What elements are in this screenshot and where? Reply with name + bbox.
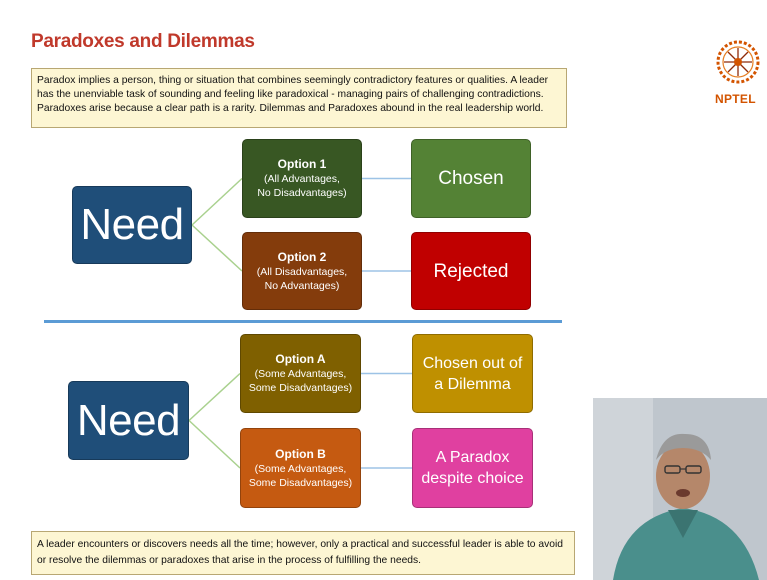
result-dilemma-box: Chosen out of a Dilemma — [412, 334, 533, 413]
nptel-logo-text: NPTEL — [715, 92, 756, 106]
top-connector-upper — [191, 177, 243, 226]
presenter-figure-icon — [593, 398, 767, 580]
option-2-title: Option 2 — [277, 249, 327, 264]
option-b-line2: Some Disadvantages) — [248, 476, 353, 489]
option-2-line2: No Advantages) — [264, 279, 340, 292]
footer-text-box: A leader encounters or discovers needs a… — [31, 531, 575, 575]
option-1-title: Option 1 — [277, 157, 327, 171]
section-divider — [44, 320, 562, 323]
result-rejected-box: Rejected — [411, 232, 531, 310]
top-connector-lower — [191, 224, 243, 272]
slide-title: Paradoxes and Dilemmas — [31, 31, 255, 52]
option-a-title: Option A — [275, 352, 326, 366]
need-box-bottom: Need — [68, 381, 189, 460]
result-paradox-box: A Paradox despite choice — [412, 428, 533, 508]
option-b-line1: (Some Advantages, — [254, 462, 347, 475]
option-1-line2: No Disadvantages) — [257, 187, 347, 199]
presenter-video — [593, 398, 767, 580]
bottom-connector-lower — [188, 419, 241, 469]
option-a-box: Option A (Some Advantages, Some Disadvan… — [240, 334, 361, 413]
bottom-connector-upper — [188, 372, 241, 422]
option-2-line1: (All Disadvantages, — [256, 265, 348, 278]
option-1-box: Option 1 (All Advantages, No Disadvantag… — [242, 139, 362, 218]
intro-text-box: Paradox implies a person, thing or situa… — [31, 68, 567, 128]
option-b-title: Option B — [275, 446, 326, 461]
nptel-logo-icon — [716, 40, 760, 84]
option-a-line2: Some Disadvantages) — [248, 382, 353, 394]
result-chosen-box: Chosen — [411, 139, 531, 218]
option-1-line1: (All Advantages, — [264, 173, 340, 185]
option-2-box: Option 2 (All Disadvantages, No Advantag… — [242, 232, 362, 310]
need-box-top: Need — [72, 186, 192, 264]
option-a-line1: (Some Advantages, — [254, 368, 347, 380]
option-b-box: Option B (Some Advantages, Some Disadvan… — [240, 428, 361, 508]
